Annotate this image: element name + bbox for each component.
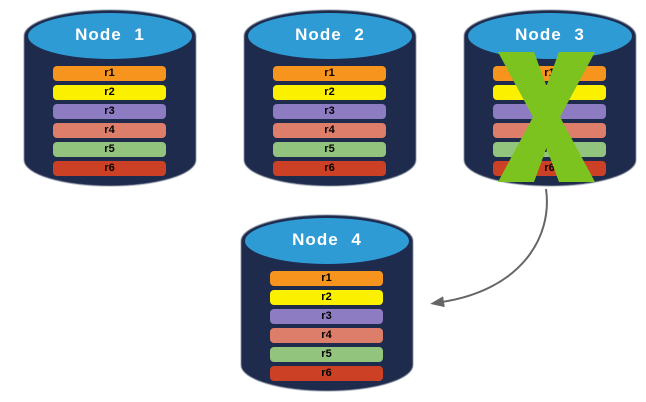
replica-bar-r4: r4	[270, 328, 383, 343]
failure-x-icon	[498, 52, 595, 182]
node-2-title: Node 2	[295, 25, 365, 44]
replica-bar-r6: r6	[270, 366, 383, 381]
cylinder-top	[468, 13, 632, 59]
replica-bar-r4: r4	[273, 123, 386, 138]
node-4-cylinder: Node 4 r1 r2 r3 r4 r5 r6	[239, 213, 415, 393]
replica-bar-r3: r3	[53, 104, 166, 119]
replica-bar-r4: r4	[53, 123, 166, 138]
x-mark-shape	[498, 52, 595, 182]
arrow-curve	[430, 188, 548, 308]
replica-bar-r3: r3	[270, 309, 383, 324]
cylinder-top	[248, 13, 412, 59]
replica-bar-r3: r3	[273, 104, 386, 119]
replica-bar-r5: r5	[53, 142, 166, 157]
replica-bar-r5: r5	[270, 347, 383, 362]
node-3-title: Node 3	[515, 25, 585, 44]
replica-bar-r1: r1	[270, 271, 383, 286]
cylinder-top	[28, 13, 192, 59]
node-3-cylinder: Node 3 r1 r2 r3 r4 r5 r6	[462, 8, 638, 188]
cylinder-top	[245, 218, 409, 264]
replica-bar-r2: r2	[53, 85, 166, 100]
node-1-replica-list: r1 r2 r3 r4 r5 r6	[53, 66, 166, 180]
replica-bar-r1: r1	[273, 66, 386, 81]
replica-bar-r1: r1	[53, 66, 166, 81]
replica-bar-r2: r2	[273, 85, 386, 100]
node-2-replica-list: r1 r2 r3 r4 r5 r6	[273, 66, 386, 180]
node-1-cylinder: Node 1 r1 r2 r3 r4 r5 r6	[22, 8, 198, 188]
replica-bar-r5: r5	[273, 142, 386, 157]
node-2-cylinder: Node 2 r1 r2 r3 r4 r5 r6	[242, 8, 418, 188]
replica-bar-r2: r2	[270, 290, 383, 305]
node-4-title: Node 4	[292, 230, 362, 249]
replica-bar-r6: r6	[273, 161, 386, 176]
node-4-replica-list: r1 r2 r3 r4 r5 r6	[270, 271, 383, 385]
replica-bar-r6: r6	[53, 161, 166, 176]
node-1-title: Node 1	[75, 25, 145, 44]
